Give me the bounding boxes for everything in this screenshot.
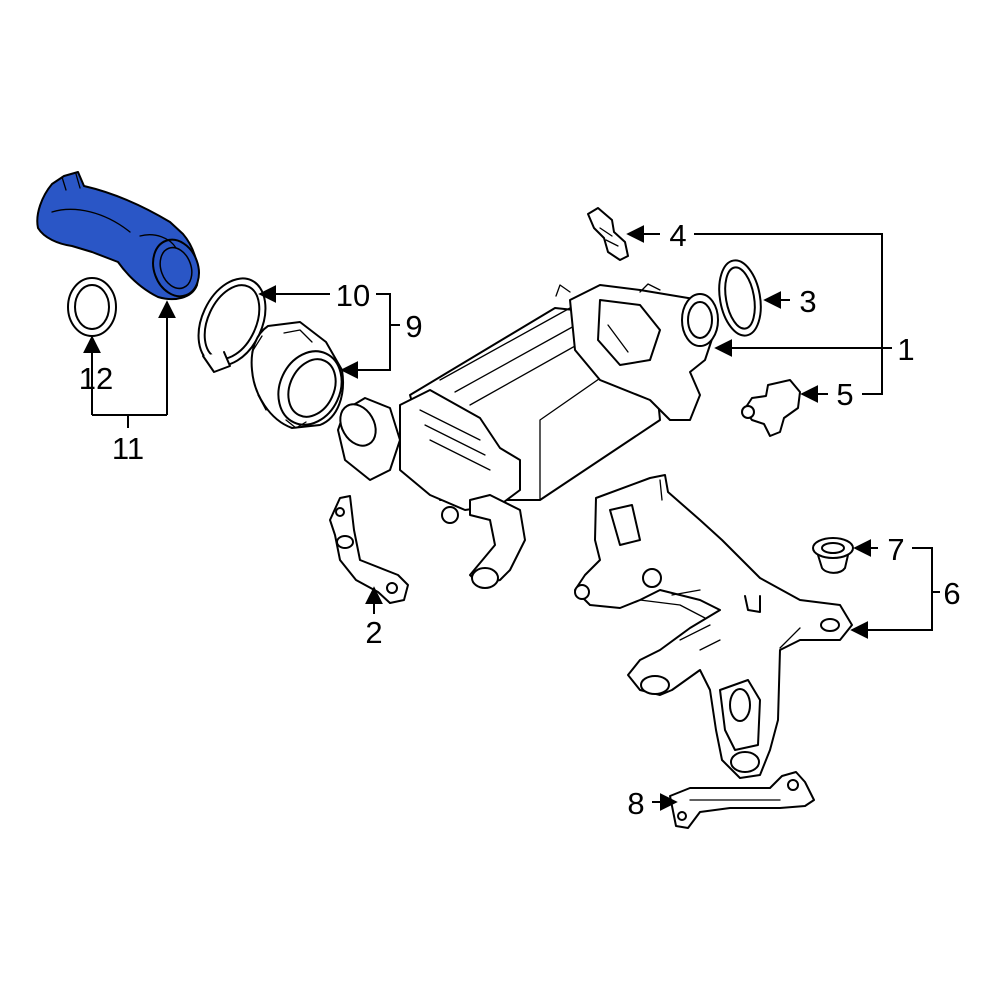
callout-1[interactable]: 1 [897,332,914,367]
bracket-1 [694,233,883,395]
callout-10[interactable]: 10 [336,278,370,313]
part-6-mounting-bracket[interactable] [574,474,853,779]
part-11-intake-hose[interactable] [36,171,206,303]
callout-6[interactable]: 6 [943,576,960,611]
callout-12[interactable]: 12 [79,361,113,396]
part-12-o-ring[interactable] [67,277,117,337]
part-7-grommet[interactable] [812,537,854,574]
part-2-bracket[interactable] [329,495,409,604]
part-3-seal-ring[interactable] [714,257,767,339]
callout-3[interactable]: 3 [799,284,816,319]
part-9-intake-connector[interactable] [250,321,354,435]
callout-11[interactable]: 11 [112,431,144,466]
part-4-sensor[interactable] [587,207,629,261]
callout-9[interactable]: 9 [405,309,422,344]
callout-4[interactable]: 4 [669,218,686,253]
callout-7[interactable]: 7 [887,532,904,567]
callout-labels: 1 2 3 4 5 6 7 8 9 10 11 12 [79,218,961,821]
bracket-9 [345,293,391,371]
callout-2[interactable]: 2 [365,615,382,650]
callout-8[interactable]: 8 [627,786,644,821]
bracket-6 [852,547,933,631]
part-5-pressure-sensor[interactable] [741,379,801,437]
callout-5[interactable]: 5 [836,377,853,412]
part-8-support-bracket[interactable] [669,771,815,829]
leader-lines [83,225,940,811]
part-1-intercooler[interactable] [333,283,719,589]
